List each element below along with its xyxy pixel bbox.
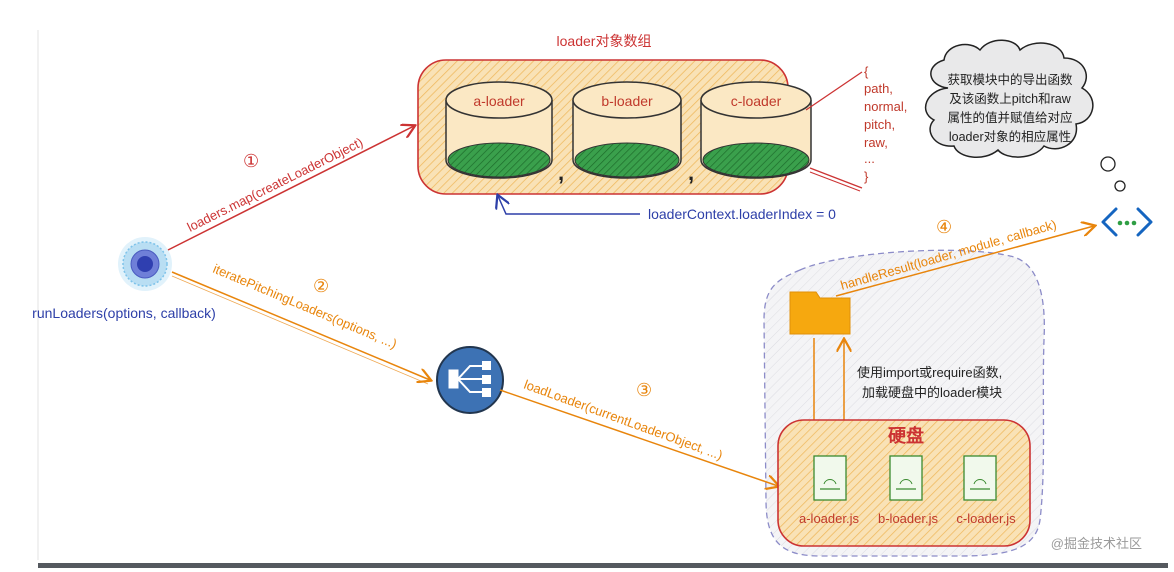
thought-cloud: 获取模块中的导出函数 及该函数上pitch和raw 属性的值并赋值给对应 loa… [924, 39, 1126, 192]
import-note-line-2: 加载硬盘中的loader模块 [862, 385, 1002, 400]
field-normal: normal, [864, 99, 907, 114]
edge-map-arrow [167, 126, 414, 251]
step-marker-1: ① [243, 151, 259, 171]
file-icon [889, 455, 923, 501]
field-close-brace: } [864, 169, 869, 184]
fields-connector-top [805, 71, 863, 111]
run-loaders-label: runLoaders(options, callback) [32, 305, 216, 321]
loader-object-fields: { path, normal, pitch, raw, ... } [864, 64, 907, 184]
edge-handle-arrow [835, 226, 1094, 297]
fields-connector-bottom [809, 167, 863, 189]
loader-name-a: a-loader [473, 93, 525, 109]
file-name-b: b-loader.js [878, 511, 938, 526]
file-b: b-loader.js [878, 455, 938, 526]
fields-connector-bottom2 [809, 171, 861, 192]
field-path: path, [864, 81, 893, 96]
file-name-c: c-loader.js [956, 511, 1016, 526]
field-ellipsis: ... [864, 151, 875, 166]
watermark: @掘金技术社区 [1051, 536, 1142, 551]
step-marker-2: ② [313, 276, 329, 296]
loader-index-label: loaderContext.loaderIndex = 0 [648, 206, 836, 222]
loader-name-b: b-loader [601, 93, 653, 109]
disk-title: 硬盘 [888, 425, 924, 446]
file-a: a-loader.js [799, 455, 859, 526]
step-marker-3: ③ [636, 380, 652, 400]
field-raw: raw, [864, 135, 888, 150]
field-open-brace: { [864, 64, 869, 79]
file-c: c-loader.js [956, 455, 1016, 526]
file-icon [813, 455, 847, 501]
edge-load-label: loadLoader(currentLoaderObject, ...) [522, 377, 725, 463]
edge-iterate-arrow [171, 271, 430, 380]
folder-icon [789, 291, 851, 335]
edge-iterate-arrow-sketch [171, 275, 429, 385]
file-icon [963, 455, 997, 501]
step-marker-4: ④ [936, 217, 952, 237]
loader-cylinder-a: a-loader [445, 81, 553, 179]
file-name-a: a-loader.js [799, 511, 859, 526]
import-note-line-1: 使用import或require函数, [857, 365, 1002, 380]
comma-separator: , [558, 160, 564, 185]
thought-bubble-dot [1114, 180, 1126, 192]
thought-line-1: 获取模块中的导出函数 [947, 72, 1073, 87]
loader-cylinder-b: b-loader [572, 81, 682, 179]
edge-iterate-label: iteratePitchingLoaders(options, ...) [211, 261, 399, 352]
thought-line-4: loader对象的相应属性 [949, 129, 1071, 144]
thought-bubble-dot [1100, 156, 1116, 172]
comma-separator: , [688, 160, 694, 185]
edge-map-label: loaders.map(createLoaderObject) [185, 135, 366, 235]
loader-array-title: loader对象数组 [557, 33, 652, 49]
field-pitch: pitch, [864, 117, 895, 132]
code-icon [1101, 207, 1153, 237]
run-circle-icon [118, 237, 172, 291]
hierarchy-icon [436, 346, 504, 414]
edge-load-arrow [499, 389, 778, 486]
bottom-border [38, 563, 1168, 568]
loader-name-c: c-loader [731, 93, 782, 109]
edge-index-arrow [498, 196, 640, 215]
thought-line-2: 及该函数上pitch和raw [949, 91, 1072, 106]
thought-line-3: 属性的值并赋值给对应 [947, 110, 1072, 125]
loader-cylinder-c: c-loader [700, 81, 812, 179]
